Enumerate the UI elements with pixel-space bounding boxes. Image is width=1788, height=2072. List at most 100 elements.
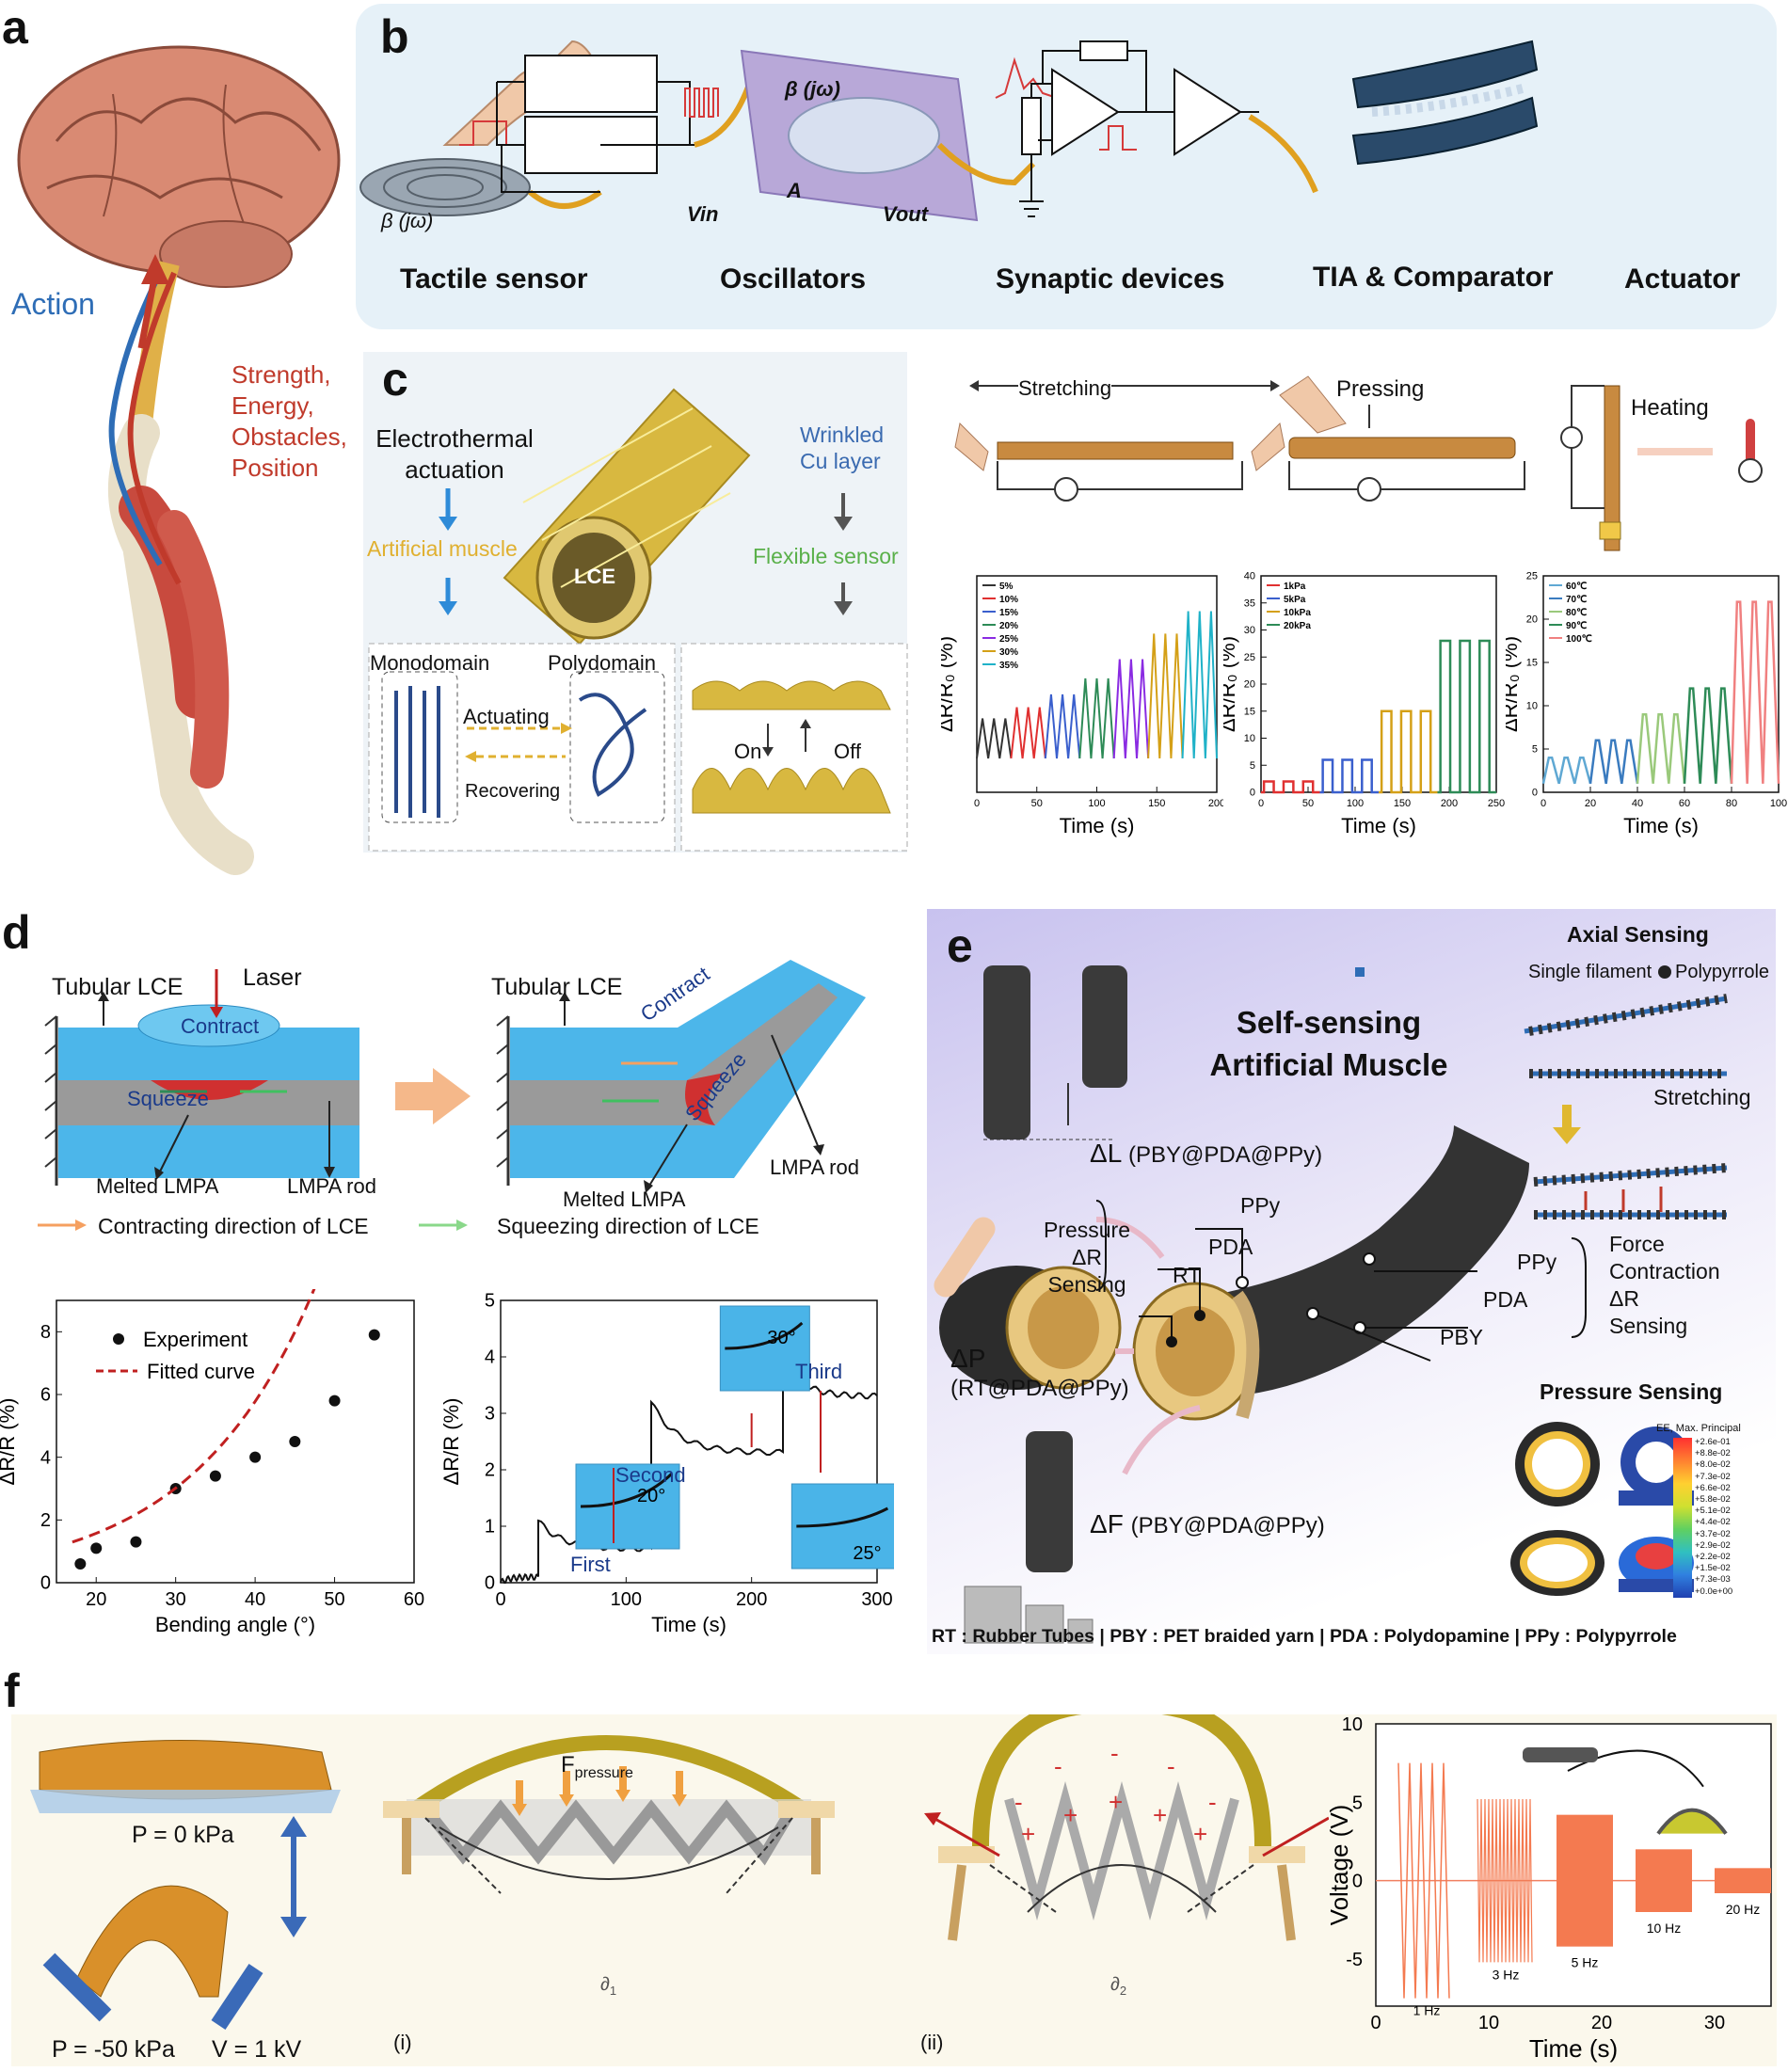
y-tick-label: 40 bbox=[1244, 571, 1255, 582]
inset-bent-fiber bbox=[725, 1321, 804, 1350]
x-tick-label: 0 bbox=[1541, 798, 1546, 809]
off-label: Off bbox=[834, 740, 861, 763]
x-tick-label: 100 bbox=[1347, 798, 1364, 809]
artificial-muscle-label: Artificial muscle bbox=[367, 536, 518, 561]
squeeze-label-1: Squeeze bbox=[127, 1087, 209, 1110]
x-axis-label: Bending angle (°) bbox=[155, 1613, 315, 1636]
charge-plus: + bbox=[1193, 1820, 1208, 1848]
experiment-point bbox=[368, 1329, 380, 1341]
polypyrrole-label: Polypyrrole bbox=[1675, 962, 1770, 982]
y-tick-label: 3 bbox=[485, 1404, 495, 1425]
fea-colorbar bbox=[1673, 1438, 1692, 1598]
delta-f-desc: (PBY@PDA@PPy) bbox=[1130, 1513, 1325, 1538]
y-axis-label: Voltage (V) bbox=[1325, 1805, 1353, 1926]
y-tick-label: 2 bbox=[485, 1460, 495, 1481]
e-footer-legend: RT : Rubber Tubes | PBY : PET braided ya… bbox=[932, 1626, 1677, 1647]
legend-label: 10% bbox=[999, 595, 1018, 605]
polypyrrole-dot bbox=[1658, 965, 1671, 979]
y-axis-label: ΔR/R₀ (%) bbox=[1223, 636, 1239, 732]
on-label: On bbox=[734, 740, 762, 763]
burst-band bbox=[1715, 1868, 1771, 1893]
amp-block-label: A bbox=[787, 179, 802, 202]
charge-minus: - bbox=[1208, 1788, 1217, 1816]
burst-label: 5 Hz bbox=[1572, 1955, 1599, 1970]
x-tick-label: 80 bbox=[1726, 798, 1737, 809]
y-tick-label: 1 bbox=[485, 1517, 495, 1538]
burst-band bbox=[1636, 1849, 1692, 1912]
x-tick-label: 0 bbox=[1370, 2013, 1381, 2033]
legend-label: 35% bbox=[999, 661, 1018, 671]
x-tick-label: 150 bbox=[1148, 798, 1165, 809]
fea-value: +4.4e-02 bbox=[1695, 1517, 1731, 1528]
fea-value: +7.3e-03 bbox=[1695, 1574, 1731, 1586]
fpressure-subscript: pressure bbox=[574, 1764, 633, 1781]
x-tick-label: 50 bbox=[324, 1589, 344, 1610]
x-tick-label: 150 bbox=[1394, 798, 1411, 809]
series-line bbox=[1636, 712, 1686, 784]
beta-block-label: β (jω) bbox=[785, 77, 840, 101]
y-tick-label: 0 bbox=[1532, 788, 1538, 799]
axial-sensing-title: Axial Sensing bbox=[1567, 922, 1709, 947]
monodomain-label: Monodomain bbox=[370, 651, 490, 675]
series-line bbox=[1147, 633, 1184, 759]
legend-label: 70℃ bbox=[1566, 595, 1587, 605]
fea-value: +3.7e-02 bbox=[1695, 1528, 1731, 1539]
y-tick-label: 5 bbox=[485, 1291, 495, 1312]
theta2-subscript: 2 bbox=[1119, 1984, 1127, 1998]
legend-label: 90℃ bbox=[1566, 621, 1587, 631]
burst-label: 20 Hz bbox=[1726, 1902, 1761, 1917]
ppy-label-1: PPy bbox=[1240, 1193, 1281, 1218]
experiment-point bbox=[209, 1470, 221, 1482]
delta-l-symbol: ΔL bbox=[1090, 1139, 1122, 1168]
theta2-label: ∂2 bbox=[1110, 1974, 1126, 1998]
burst-band bbox=[1557, 1814, 1613, 1947]
v1-label: V = 1 kV bbox=[212, 2036, 302, 2063]
y-tick-label: 10 bbox=[1342, 1714, 1363, 1735]
y-axis-label: ΔR/R (%) bbox=[442, 1398, 463, 1486]
fpressure-label: Fpressure bbox=[561, 1752, 633, 1782]
series-line bbox=[1588, 739, 1639, 785]
stage-actuator: Actuator bbox=[1624, 263, 1741, 295]
y-tick-label: 2 bbox=[40, 1510, 51, 1531]
phase-label-third: Third bbox=[795, 1360, 843, 1383]
x-axis-label: Time (s) bbox=[651, 1613, 726, 1636]
series-line bbox=[1437, 639, 1496, 794]
legend-label: 1kPa bbox=[1284, 582, 1306, 592]
panel-label-f: f bbox=[4, 1665, 20, 1717]
fea-value: +8.0e-02 bbox=[1695, 1459, 1731, 1471]
x-tick-label: 200 bbox=[736, 1589, 767, 1610]
experiment-point bbox=[289, 1436, 301, 1447]
fea-value: +0.0e+00 bbox=[1695, 1586, 1733, 1597]
y-axis-label: ΔR/R₀ (%) bbox=[941, 636, 957, 732]
series-line bbox=[976, 718, 1013, 759]
legend-label: 25% bbox=[999, 634, 1018, 645]
experiment-point bbox=[249, 1451, 262, 1463]
c-stimulus-illustrations bbox=[954, 375, 1763, 551]
burst-label: 10 Hz bbox=[1647, 1921, 1682, 1936]
legend-squeezing: Squeezing direction of LCE bbox=[497, 1214, 759, 1238]
delta-p-desc: (RT@PDA@PPy) bbox=[950, 1376, 1129, 1401]
y-tick-label: 30 bbox=[1244, 625, 1255, 636]
stage-tia-comparator: TIA & Comparator bbox=[1313, 262, 1554, 293]
legend-label: 60℃ bbox=[1566, 582, 1587, 592]
rt-label: RT bbox=[1173, 1263, 1202, 1287]
e-stretching-label: Stretching bbox=[1653, 1085, 1751, 1109]
series-line bbox=[1319, 758, 1379, 794]
x-tick-label: 30 bbox=[166, 1589, 186, 1610]
fea-value: +5.8e-02 bbox=[1695, 1494, 1731, 1506]
burst-label: 3 Hz bbox=[1493, 1967, 1520, 1982]
fea-scale-values: +2.6e-01 +8.8e-02 +8.0e-02 +7.3e-02 +6.6… bbox=[1695, 1437, 1732, 1598]
force-sensing-label: Force Contraction ΔR Sensing bbox=[1609, 1231, 1720, 1340]
vout-label: Vout bbox=[883, 202, 929, 226]
y-tick-label: 10 bbox=[1244, 733, 1255, 744]
fea-value: +8.8e-02 bbox=[1695, 1448, 1731, 1459]
theta1-symbol: ∂ bbox=[600, 1974, 610, 1995]
actuating-label: Actuating bbox=[463, 705, 550, 728]
inset-angle-label: 20° bbox=[637, 1486, 665, 1506]
lmpa-rod-label-2: LMPA rod bbox=[770, 1156, 859, 1179]
fea-value: +1.5e-02 bbox=[1695, 1563, 1731, 1574]
pda-label-1: PDA bbox=[1208, 1235, 1253, 1259]
delta-f-symbol: ΔF bbox=[1090, 1509, 1124, 1538]
experiment-point bbox=[328, 1395, 341, 1407]
force-sensing-line: Contraction bbox=[1609, 1259, 1720, 1283]
